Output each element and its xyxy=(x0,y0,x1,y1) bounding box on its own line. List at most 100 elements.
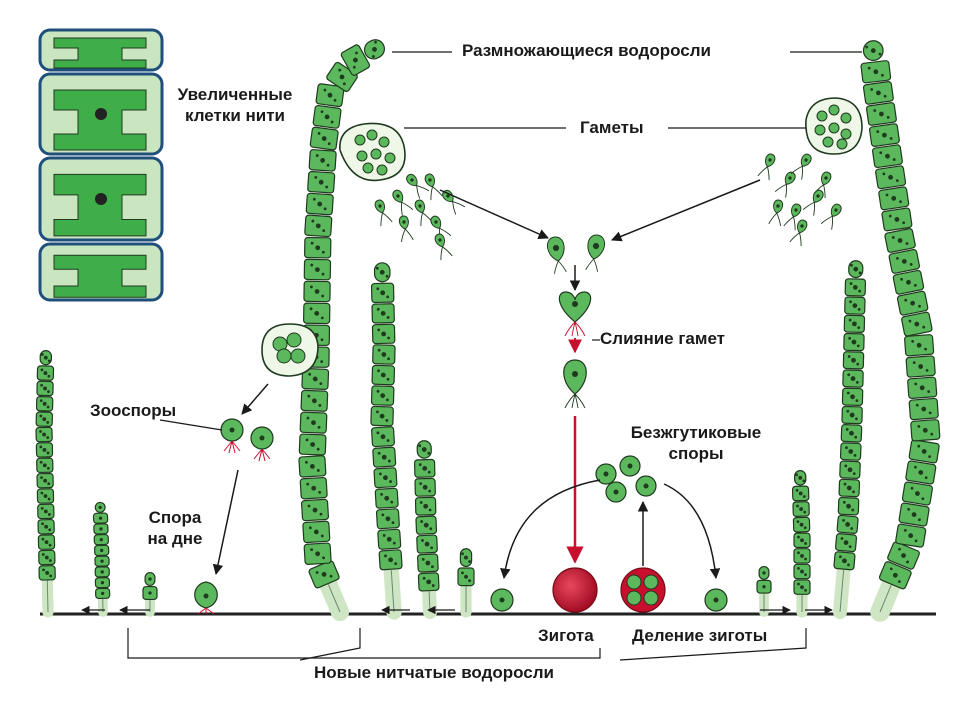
filament-cell xyxy=(841,387,864,406)
flagellaless-spore xyxy=(635,475,657,497)
filament-cell xyxy=(300,498,330,522)
gametangium-right xyxy=(805,97,863,155)
gamete-in-gametangium xyxy=(836,138,848,150)
enlarged-cell xyxy=(38,156,164,242)
gamete xyxy=(547,236,567,274)
gamete-in-gametangium xyxy=(376,164,388,176)
label-reproducing-algae: Размножающиеся водоросли xyxy=(462,41,711,60)
filament-cell xyxy=(836,514,859,534)
filament-cell xyxy=(373,467,398,489)
filament-cell xyxy=(414,496,437,516)
gamete-in-gametangium xyxy=(354,134,366,146)
filament-cell xyxy=(326,61,358,92)
filament-young-left-2 xyxy=(92,501,111,617)
filament-cell xyxy=(459,548,473,568)
gamete-in-gametangium xyxy=(356,150,368,162)
filament-cell xyxy=(888,248,921,274)
filament-cell xyxy=(881,207,913,232)
label-enlarged-cells: Увеличенные клетки нити xyxy=(160,84,310,126)
zygote-division xyxy=(620,567,666,613)
filament-cell xyxy=(307,170,336,194)
filament-cell xyxy=(833,551,856,571)
filament-cell xyxy=(35,442,54,458)
filament-cell xyxy=(878,561,912,590)
filament-cell xyxy=(300,389,329,412)
gamete xyxy=(802,189,824,216)
zoospore xyxy=(250,426,274,462)
filament-cell xyxy=(94,577,111,589)
gamete-in-gametangium xyxy=(840,128,852,140)
filament-cell xyxy=(875,165,907,190)
label-gamete-fusion: Слияние гамет xyxy=(600,329,726,348)
filament-cell xyxy=(793,532,811,549)
filament-cell xyxy=(303,258,332,281)
label-flagellaless-spores-line2: споры xyxy=(668,444,724,463)
filament-cell xyxy=(378,549,403,571)
label-spore-on-bottom-line1: Спора xyxy=(148,508,202,527)
filament-cell xyxy=(308,149,337,172)
filament-cell xyxy=(416,440,432,459)
gamete-in-gametangium xyxy=(822,136,834,148)
gamete xyxy=(789,219,808,247)
filament-cell xyxy=(371,364,396,386)
filament-right-mid xyxy=(833,260,867,619)
filament-left-tiny xyxy=(457,548,475,618)
filament-cell xyxy=(304,214,333,238)
gamete xyxy=(392,189,414,216)
gamete-in-gametangium xyxy=(814,124,826,136)
filament-cell xyxy=(142,585,158,601)
zoospore xyxy=(220,418,244,454)
filament-cell xyxy=(298,433,327,456)
label-new-filamentous-algae: Новые нитчатые водоросли xyxy=(314,663,555,682)
filament-cell xyxy=(304,236,332,259)
filament-cell xyxy=(793,579,811,595)
filament-cell xyxy=(301,367,330,391)
filament-cell xyxy=(370,282,395,304)
filament-cell xyxy=(371,426,395,448)
filament-cell xyxy=(839,460,861,480)
zygote xyxy=(552,567,598,613)
filament-cell xyxy=(878,186,910,211)
filament-cell xyxy=(371,303,395,324)
label-zygote-division: Деление зиготы xyxy=(632,626,768,645)
flagellaless-spore xyxy=(605,481,627,503)
enlarged-cell xyxy=(38,72,164,156)
gamete xyxy=(757,153,776,181)
label-flagellaless-spores-line1: Безжгутиковые xyxy=(630,423,762,442)
filament-cell xyxy=(36,488,55,504)
filament-cell xyxy=(457,567,475,587)
zoospore-in-sporangium xyxy=(290,348,306,364)
filament-cell xyxy=(872,144,903,169)
filament-cell xyxy=(837,496,860,516)
filament-cell xyxy=(844,296,866,315)
gamete xyxy=(434,233,453,261)
filament-right-tiny xyxy=(756,565,772,617)
filament-cell xyxy=(417,553,439,573)
filament-cell xyxy=(848,260,864,279)
filament-right-small xyxy=(791,470,811,618)
filament-cell xyxy=(373,262,391,283)
label-zygote: Зигота xyxy=(538,626,594,645)
gamete xyxy=(398,215,414,243)
filament-cell xyxy=(862,81,894,105)
filament-cell xyxy=(315,83,345,108)
settled-spore xyxy=(704,588,728,612)
fusing-gametes xyxy=(558,291,592,337)
gamete-in-gametangium xyxy=(362,162,374,174)
filament-cell xyxy=(36,365,55,381)
filament-cell xyxy=(907,376,938,399)
enlarged-cell xyxy=(38,28,164,72)
filament-left-small xyxy=(413,440,440,619)
spore-on-bottom xyxy=(194,581,218,615)
filament-cell xyxy=(305,192,334,216)
zoosporangium xyxy=(261,323,319,377)
filament-cell xyxy=(910,419,941,442)
filament-cell xyxy=(363,39,386,60)
filament-cell xyxy=(35,411,53,427)
filament-cell xyxy=(371,323,396,345)
gamete-in-gametangium xyxy=(370,148,382,160)
filament-cell xyxy=(834,533,858,553)
gamete-in-gametangium xyxy=(828,104,840,116)
filament-cell xyxy=(37,534,56,550)
filament-cell xyxy=(905,460,937,485)
